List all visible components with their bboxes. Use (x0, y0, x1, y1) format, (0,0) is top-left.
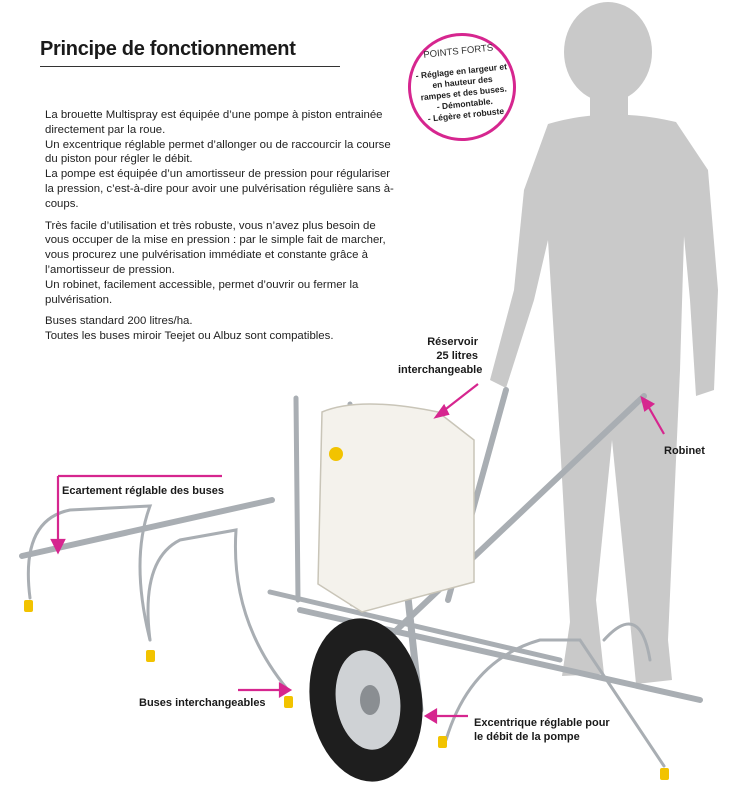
reservoir-label-line: 25 litres (436, 350, 478, 362)
tank (317, 403, 475, 613)
nozzles (24, 600, 669, 780)
paragraph: La brouette Multispray est équipée d’une… (45, 109, 383, 136)
description: La brouette Multispray est équipée d’une… (45, 108, 395, 344)
reservoir-label-line: interchangeable (398, 364, 483, 376)
excentrique-label-line: le débit de la pompe (474, 731, 580, 743)
paragraph: Très facile d’utilisation et très robust… (45, 219, 386, 276)
page-title: Principe de fonctionnement (40, 38, 296, 60)
paragraph: La pompe est équipée d’un amortisseur de… (45, 168, 394, 210)
callout-arrows (50, 383, 665, 724)
excentrique-label-line: Excentrique réglable pour (474, 717, 610, 729)
paragraph: Toutes les buses miroir Teejet ou Albuz … (45, 330, 334, 343)
badge-items: - Réglage en largeur et en hauteur des r… (415, 61, 512, 125)
reservoir-label-line: Réservoir (427, 336, 478, 348)
ecartement-label: Ecartement réglable des buses (62, 485, 225, 497)
buses-label: Buses interchangeables (139, 697, 266, 709)
person-silhouette (490, 2, 718, 685)
paragraph: Buses standard 200 litres/ha. (45, 315, 193, 328)
robinet-label: Robinet (664, 445, 705, 457)
excentrique-label: Excentrique réglable pour le débit de la… (474, 716, 610, 744)
title-underline (40, 66, 340, 67)
reservoir-label: Réservoir 25 litres interchangeable (398, 335, 483, 377)
wheel (309, 618, 423, 782)
paragraph: Un excentrique réglable permet d’allonge… (45, 138, 391, 166)
paragraph: Un robinet, facilement accessible, perme… (45, 278, 359, 306)
